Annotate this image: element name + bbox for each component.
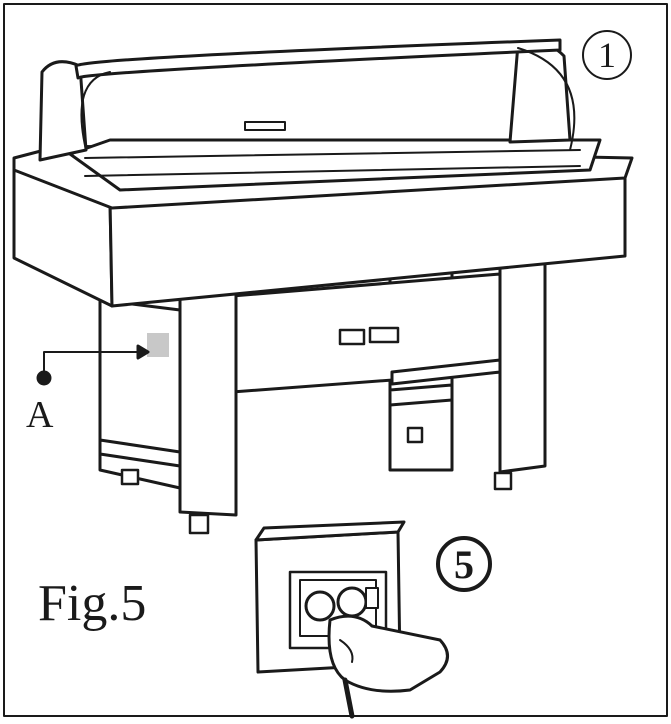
figure-frame: [3, 3, 668, 717]
callout-a-pointer: [36, 344, 150, 386]
step-badge-1: 1: [582, 30, 632, 80]
nameplate-patch: [147, 333, 169, 357]
counter-body: [12, 138, 634, 308]
figure-caption: Fig.5: [38, 575, 147, 632]
step-badge-5: 5: [436, 536, 492, 592]
sneeze-guard: [38, 38, 576, 162]
leg-right-rear: [390, 260, 547, 474]
hand-plugging-cable: [327, 614, 449, 719]
caster-wheels: [120, 426, 513, 535]
power-socket-box: [254, 520, 406, 674]
grille-slots: [84, 149, 581, 177]
leg-left-front: [98, 290, 238, 517]
callout-label-a: A: [26, 394, 54, 436]
control-panel-box: [230, 272, 502, 394]
